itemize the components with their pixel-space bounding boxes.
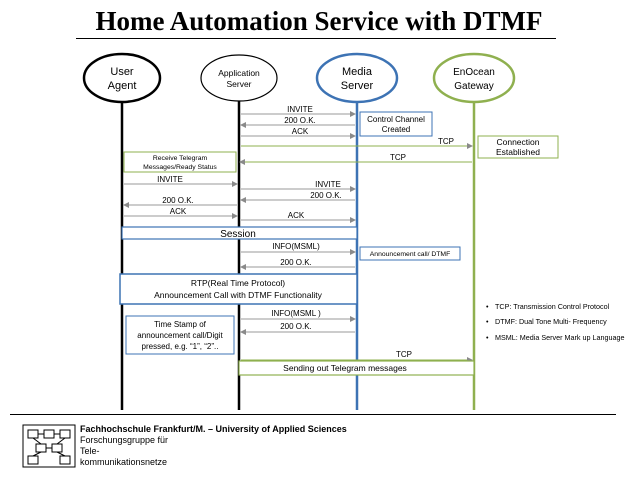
box-rtp-line1: RTP(Real Time Protocol) bbox=[191, 278, 285, 288]
box-control-channel-line1: Control Channel bbox=[367, 115, 425, 124]
box-timestamp-line3: pressed, e.g. “1”, “2”.. bbox=[142, 342, 219, 351]
label-invite-2: INVITE bbox=[157, 175, 183, 184]
legend: • TCP: Transmission Control Protocol • D… bbox=[486, 302, 626, 348]
actor-user-agent-line2: Agent bbox=[108, 80, 137, 92]
box-receive-telegram-line2: Messages/Ready Status bbox=[143, 164, 217, 171]
label-ok-3: 200 O.K. bbox=[310, 191, 342, 200]
actor-application-server: Application Server bbox=[200, 54, 278, 102]
footer-group-line1: Forschungsgruppe für bbox=[80, 435, 169, 445]
box-receive-telegram: Receive Telegram Messages/Ready Status bbox=[123, 151, 237, 173]
box-control-channel: Control Channel Created bbox=[359, 111, 433, 137]
footer-divider bbox=[10, 414, 616, 415]
footer-group-line3: kommunikationsnetze bbox=[80, 457, 168, 467]
actor-media-server: Media Server bbox=[315, 52, 399, 104]
label-ack-2: ACK bbox=[170, 207, 187, 216]
box-receive-telegram-line1: Receive Telegram bbox=[153, 155, 208, 162]
label-ok-2: 200 O.K. bbox=[162, 196, 194, 205]
actor-enocean-gateway-line2: Gateway bbox=[454, 81, 493, 92]
legend-text-msml: MSML: Media Server Mark up Language bbox=[495, 332, 625, 342]
title-underline bbox=[76, 38, 556, 39]
label-ok-5: 200 O.K. bbox=[280, 322, 312, 331]
box-rtp-line2: Announcement Call with DTMF Functionalit… bbox=[154, 290, 322, 300]
box-connection-line1: Connection bbox=[496, 137, 539, 147]
actor-media-server-line2: Server bbox=[341, 80, 374, 92]
label-tcp-1: TCP bbox=[438, 137, 454, 146]
label-ok-1: 200 O.K. bbox=[284, 116, 316, 125]
bullet-icon: • bbox=[486, 317, 489, 327]
actor-application-server-line1: Application bbox=[218, 68, 260, 78]
box-connection-established: Connection Established bbox=[477, 135, 559, 159]
legend-text-tcp: TCP: Transmission Control Protocol bbox=[495, 302, 610, 311]
box-timestamp-line2: announcement call/Digit bbox=[137, 331, 223, 340]
label-invite-1: INVITE bbox=[287, 105, 313, 114]
logo-icon bbox=[22, 424, 76, 468]
bullet-icon: • bbox=[486, 332, 489, 342]
label-ack-3: ACK bbox=[288, 211, 305, 220]
box-announcement: Announcement call/ DTMF bbox=[359, 246, 461, 261]
box-sending-label: Sending out Telegram messages bbox=[283, 363, 407, 373]
actor-enocean-gateway: EnOcean Gateway bbox=[432, 52, 516, 104]
box-announcement-label: Announcement call/ DTMF bbox=[370, 251, 450, 258]
page-title: Home Automation Service with DTMF bbox=[95, 6, 543, 36]
actor-user-agent: User Agent bbox=[82, 52, 162, 104]
legend-text-dtmf: DTMF: Dual Tone Multi- Frequency bbox=[495, 317, 607, 327]
label-info-1: INFO(MSML) bbox=[272, 242, 320, 251]
footer-group-line2: Tele- bbox=[80, 446, 100, 456]
box-timestamp: Time Stamp of announcement call/Digit pr… bbox=[125, 315, 235, 355]
box-rtp: RTP(Real Time Protocol) Announcement Cal… bbox=[119, 273, 358, 305]
footer-university: Fachhochschule Frankfurt/M. – University… bbox=[80, 424, 347, 434]
actor-user-agent-line1: User bbox=[110, 66, 134, 78]
label-ok-4: 200 O.K. bbox=[280, 258, 312, 267]
label-invite-3: INVITE bbox=[315, 180, 341, 189]
actor-enocean-gateway-line1: EnOcean bbox=[453, 67, 495, 78]
box-control-channel-line2: Created bbox=[382, 125, 410, 134]
label-info-2: INFO(MSML ) bbox=[271, 309, 321, 318]
box-connection-line2: Established bbox=[496, 147, 540, 157]
footer-text: Fachhochschule Frankfurt/M. – University… bbox=[80, 424, 347, 468]
actor-media-server-line1: Media bbox=[342, 66, 373, 78]
box-sending-telegram: Sending out Telegram messages bbox=[238, 360, 475, 376]
bullet-icon: • bbox=[486, 302, 489, 311]
box-timestamp-line1: Time Stamp of bbox=[154, 320, 206, 329]
label-ack-1: ACK bbox=[292, 127, 309, 136]
legend-item-tcp: • TCP: Transmission Control Protocol bbox=[486, 302, 626, 311]
box-session-label: Session bbox=[220, 229, 256, 240]
label-tcp-3: TCP bbox=[396, 350, 412, 359]
legend-item-msml: • MSML: Media Server Mark up Language bbox=[486, 333, 626, 342]
actor-application-server-line2: Server bbox=[226, 79, 251, 89]
label-tcp-2: TCP bbox=[390, 153, 406, 162]
legend-item-dtmf: • DTMF: Dual Tone Multi- Frequency bbox=[486, 317, 626, 326]
box-session: Session bbox=[121, 226, 358, 240]
